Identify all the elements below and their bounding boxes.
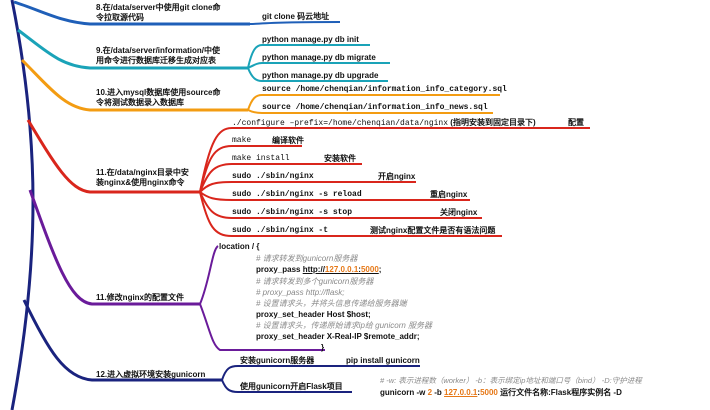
cmd10-news: source /home/chenqian/information_info_n… (262, 103, 488, 112)
cmd9-init: python manage.py db init (262, 35, 359, 44)
nginx-configure-note: (指明安装到固定目录下) (450, 118, 536, 127)
gunicorn-cmd-port: 5000 (480, 388, 498, 397)
node-10-line1: 10.进入mysql数据库使用source命 (96, 88, 221, 97)
leaf-10b (247, 109, 493, 114)
node-12: 12.进入虚拟环境安装gunicorn (96, 370, 206, 379)
branch-11 (26, 119, 200, 194)
cmd8: git clone 码云地址 (262, 12, 330, 21)
nginx-stop-label: 关闭nginx (440, 208, 478, 217)
conf-header-host: proxy_set_header Host $host; (256, 310, 371, 319)
conf-proxy-pass: proxy_pass http://127.0.0.1:5000; (256, 265, 381, 275)
leaf-11-test (199, 191, 502, 237)
nginx-install-cmd: make install (232, 154, 290, 163)
gunicorn-cmd: gunicorn -w 2 -b 127.0.0.1:5000 运行文件名称:F… (380, 388, 622, 398)
leaf-9a (247, 44, 370, 69)
conf-comment-5: # 设置请求头，传递原始请求ip给 gunicorn 服务器 (256, 321, 433, 330)
nginx-reload-label: 重启nginx (430, 190, 468, 199)
gunicorn-cmd-rest: 运行文件名称:Flask程序实例名 -D (497, 388, 622, 397)
conf-comment-3: # proxy_pass http://flask; (256, 288, 345, 297)
leaf-11b-conf (199, 245, 325, 351)
leaf-12-start (221, 379, 352, 393)
cmd9-upgrade: python manage.py db upgrade (262, 71, 379, 80)
conf-pass-end: ; (378, 265, 382, 274)
node-9: 9.在/data/server/information/中使 用命令进行数据库迁… (96, 46, 220, 66)
conf-pass-colon: : (358, 265, 361, 274)
leaf-11-start (199, 181, 416, 193)
node-11: 11.在/data/nginx目录中安 装nginx&使用nginx命令 (96, 168, 189, 188)
node-11-line1: 11.在/data/nginx目录中安 (96, 168, 189, 177)
gunicorn-cmd-a: gunicorn -w (380, 388, 428, 397)
gunicorn-start-label: 使用gunicorn开启Flask项目 (240, 382, 343, 391)
branch-11b (28, 189, 200, 306)
gunicorn-cmd-ip[interactable]: 127.0.0.1 (444, 388, 478, 397)
nginx-make-cmd: make (232, 136, 252, 145)
node-11-line2: 装nginx&使用nginx命令 (96, 178, 185, 187)
conf-comment-4: # 设置请求头，并将头信息传递给服务器端 (256, 299, 407, 308)
conf-pass-scheme: http:// (302, 265, 325, 274)
gunicorn-comment: # -w: 表示进程数（worker） -b：表示绑定ip地址和端口号（bind… (380, 376, 642, 385)
node-8: 8.在/data/server中使用git clone命 令拉取源代码 (96, 3, 220, 23)
cmd9-migrate: python manage.py db migrate (262, 53, 376, 62)
gunicorn-install-label: 安装gunicorn服务器 (240, 356, 315, 365)
conf-header-ip: proxy_set_header X-Real-IP $remote_addr; (256, 332, 420, 341)
gunicorn-install-cmd: pip install gunicorn (346, 356, 420, 365)
leaf-11-stop (199, 191, 482, 219)
gunicorn-cmd-colon: : (477, 388, 481, 397)
nginx-test-cmd: sudo ./sbin/nginx -t (232, 226, 329, 235)
conf-pass-ip: 127.0.0.1 (324, 265, 359, 274)
nginx-start-cmd: sudo ./sbin/nginx (232, 172, 314, 181)
node-11b: 11.修改nginx的配置文件 (96, 293, 185, 302)
leaf-10a (247, 94, 500, 111)
conf-open: location / { (219, 242, 260, 251)
node-8-line2: 令拉取源代码 (96, 13, 144, 22)
nginx-make-label: 编译软件 (272, 136, 304, 145)
conf-pass-url[interactable]: http://127.0.0.1:5000 (303, 265, 379, 274)
leaf-8 (249, 21, 341, 25)
nginx-start-label: 开启nginx (378, 172, 416, 181)
node-10-line2: 令将测试数据录入数据库 (96, 98, 184, 107)
leaf-11-make (199, 145, 302, 193)
conf-comment-2: # 请求转发到多个gunicorn服务器 (256, 277, 374, 286)
node-10: 10.进入mysql数据库使用source命 令将测试数据录入数据库 (96, 88, 220, 108)
nginx-configure-cmd: ./configure –prefix=/home/chenqian/data/… (232, 119, 449, 128)
nginx-stop-cmd: sudo ./sbin/nginx -s stop (232, 208, 353, 217)
branch-10 (20, 58, 248, 112)
gunicorn-cmd-w: 2 (427, 388, 433, 397)
leaf-9c (247, 67, 388, 82)
conf-pass-prefix: proxy_pass (256, 265, 303, 274)
gunicorn-cmd-b: -b (432, 388, 445, 397)
leaf-11-reload (199, 191, 470, 201)
leaf-9b (247, 62, 390, 69)
node-8-line1: 8.在/data/server中使用git clone命 (96, 3, 221, 12)
branch-12 (22, 299, 222, 382)
nginx-install-label: 安装软件 (324, 154, 356, 163)
leaf-12-install (221, 365, 420, 381)
conf-pass-port: 5000 (360, 265, 379, 274)
branch-8 (13, 0, 250, 26)
nginx-test-label: 测试nginx配置文件是否有语法问题 (370, 226, 496, 235)
node-9-line2: 用命令进行数据库迁移生成对应表 (96, 56, 216, 65)
branch-9 (17, 28, 248, 70)
cmd10-category: source /home/chenqian/information_info_c… (262, 85, 507, 94)
nginx-reload-cmd: sudo ./sbin/nginx -s reload (232, 190, 362, 199)
nginx-configure: ./configure –prefix=/home/chenqian/data/… (232, 118, 536, 129)
conf-close: } (321, 343, 325, 352)
leaf-11-install (199, 163, 362, 193)
nginx-configure-label: 配置 (568, 118, 584, 127)
conf-comment-1: # 请求转发到gunicorn服务器 (256, 254, 358, 263)
node-9-line1: 9.在/data/server/information/中使 (96, 46, 221, 55)
